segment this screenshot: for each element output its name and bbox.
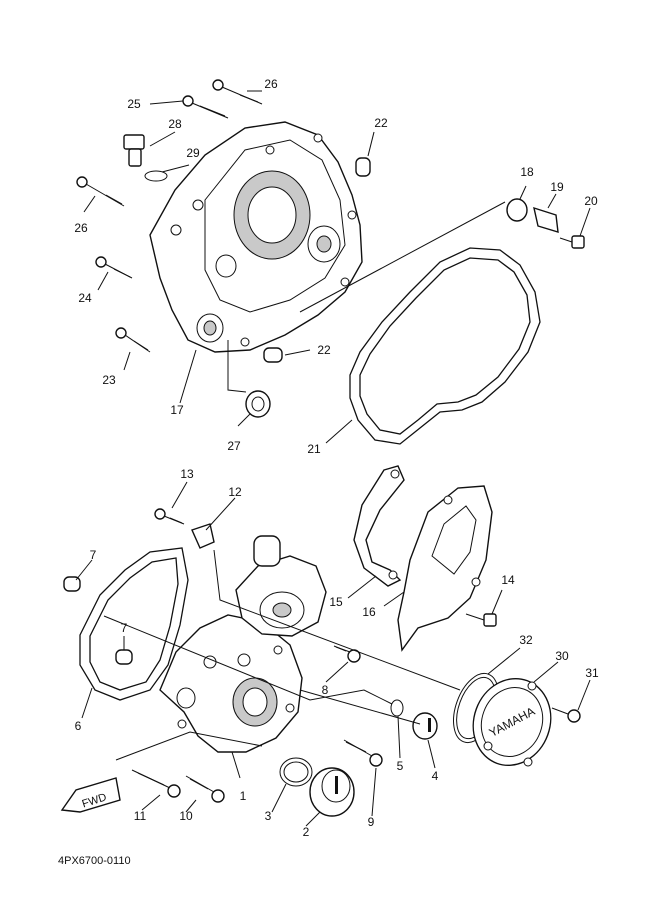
gasket-6 — [79, 547, 189, 701]
callout-3: 3 — [265, 809, 272, 823]
callout-14: 14 — [501, 573, 515, 587]
callout-28: 28 — [168, 117, 182, 131]
fwd-arrow: FWD — [60, 777, 121, 813]
clip-19 — [533, 206, 559, 233]
callout-13: 13 — [180, 467, 194, 481]
plug-4 — [412, 712, 438, 740]
plug-28 — [123, 134, 145, 167]
bearing-18 — [506, 198, 528, 222]
bolt-23 — [115, 327, 151, 353]
callout-22-top: 22 — [374, 116, 388, 130]
o-ring-5 — [390, 699, 404, 717]
collar-27 — [245, 390, 271, 418]
callout-21: 21 — [307, 442, 321, 456]
o-ring-29 — [144, 170, 168, 182]
badge-cover-30: YAMAHA — [472, 677, 552, 767]
dowel-pin-22-top — [355, 157, 371, 177]
callout-16: 16 — [362, 605, 376, 619]
water-pump-housing — [235, 535, 327, 637]
bolt-24 — [95, 256, 133, 279]
crankcase-cover-1 — [159, 614, 303, 753]
callout-18: 18 — [520, 165, 534, 179]
callout-25: 25 — [127, 97, 141, 111]
callout-11: 11 — [134, 809, 147, 823]
cap-2 — [309, 767, 355, 817]
callout-31: 31 — [585, 666, 599, 680]
callout-30: 30 — [555, 649, 569, 663]
bolt-10 — [185, 775, 225, 803]
o-ring-3 — [279, 757, 313, 787]
callout-5: 5 — [397, 759, 404, 773]
bolt-26-top — [212, 79, 263, 105]
clamp-12 — [191, 523, 215, 549]
guide-15 — [353, 465, 405, 587]
dowel-pin-7-top — [63, 576, 81, 592]
bolt-20 — [559, 235, 585, 249]
callout-27: 27 — [227, 439, 241, 453]
callout-22-bottom: 22 — [317, 343, 331, 357]
bolt-26-left — [76, 176, 125, 207]
callout-19: 19 — [550, 180, 564, 194]
bolt-13 — [154, 508, 185, 525]
callout-1: 1 — [240, 789, 247, 803]
callout-20: 20 — [584, 194, 598, 208]
gasket-21 — [349, 247, 541, 445]
callout-7-bottom: 7 — [121, 621, 128, 635]
bolt-14 — [465, 613, 497, 627]
callout-24: 24 — [78, 291, 92, 305]
sprocket-cover-16 — [397, 485, 493, 652]
bolt-11 — [131, 769, 181, 798]
bolt-9 — [343, 739, 383, 767]
callout-26-left: 26 — [74, 221, 88, 235]
bolt-25 — [182, 95, 229, 119]
callout-6: 6 — [75, 719, 82, 733]
callout-17: 17 — [170, 403, 184, 417]
callout-32: 32 — [519, 633, 533, 647]
diagram-code: 4PX6700-0110 — [58, 855, 131, 867]
dowel-pin-22-bottom — [263, 347, 283, 363]
callout-8: 8 — [322, 683, 329, 697]
bolt-8 — [333, 645, 361, 663]
callout-26-top: 26 — [264, 77, 278, 91]
callout-2: 2 — [303, 825, 310, 839]
callout-7-top: 7 — [90, 548, 97, 562]
callout-4: 4 — [432, 769, 439, 783]
crankcase-cover-17 — [149, 121, 363, 353]
callout-10: 10 — [179, 809, 193, 823]
bolt-31 — [551, 707, 581, 723]
callout-12: 12 — [228, 485, 242, 499]
dowel-pin-7-bottom — [115, 649, 133, 665]
callout-23: 23 — [102, 373, 116, 387]
callout-15: 15 — [329, 595, 343, 609]
callout-29: 29 — [186, 146, 200, 160]
callout-9: 9 — [368, 815, 375, 829]
